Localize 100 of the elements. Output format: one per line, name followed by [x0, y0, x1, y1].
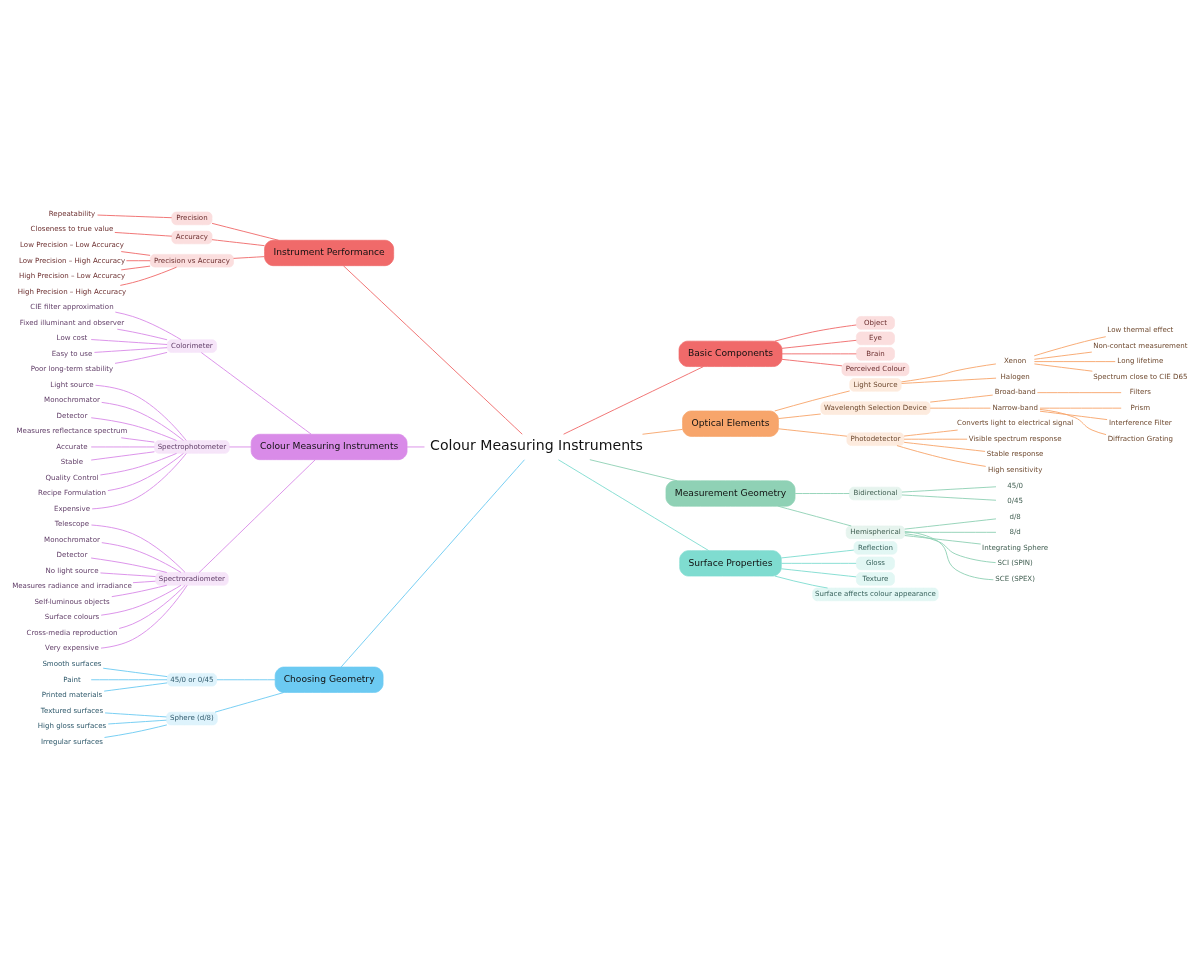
- node-text: Low thermal effect: [1107, 325, 1174, 335]
- connector: [118, 584, 186, 629]
- node-text: Light source: [50, 379, 94, 389]
- node-text: Stable: [60, 457, 84, 467]
- connector: [114, 311, 182, 341]
- connector: [90, 557, 168, 573]
- node-text: Measures radiance and irradiance: [12, 581, 132, 591]
- node-text: Printed materials: [41, 690, 103, 700]
- connector: [903, 441, 986, 452]
- connector: [774, 390, 851, 412]
- node-box: Choosing Geometry: [274, 666, 384, 693]
- node-text: Broad-band: [994, 387, 1036, 397]
- connector: [901, 377, 997, 384]
- connector: [589, 459, 678, 482]
- connector: [642, 428, 683, 435]
- connector: [91, 524, 186, 573]
- node-box: Surface Properties: [679, 550, 782, 577]
- connector: [777, 505, 852, 527]
- connector: [100, 584, 182, 616]
- connector: [90, 679, 168, 681]
- connector: [111, 584, 168, 598]
- node-box: Sphere (d/8): [166, 711, 218, 726]
- connector: [95, 384, 187, 441]
- connector: [1033, 363, 1093, 372]
- connector: [104, 712, 167, 718]
- node-text: Closeness to true value: [30, 224, 114, 234]
- node-box: Texture: [856, 572, 895, 586]
- connector: [233, 256, 265, 259]
- node-text: High Precision – High Accuracy: [17, 286, 127, 296]
- node-box: Colour Measuring Instruments: [250, 433, 408, 460]
- node-box: Gloss: [856, 556, 895, 571]
- node-text: Telescope: [54, 519, 90, 529]
- connector: [904, 518, 997, 530]
- node-box: Instrument Performance: [264, 239, 394, 267]
- node-text: Integrating Sphere: [982, 542, 1049, 552]
- node-text: Detector: [56, 550, 88, 560]
- node-text: Prism: [1130, 402, 1151, 412]
- node-text: High Precision – Low Accuracy: [18, 271, 126, 281]
- node-text: Colour Measuring Instruments: [430, 437, 643, 454]
- node-text: No light source: [45, 565, 99, 575]
- connector: [101, 401, 184, 441]
- connector: [104, 724, 168, 738]
- node-text: Visible spectrum response: [968, 433, 1062, 443]
- connector: [214, 692, 285, 713]
- connector: [97, 214, 173, 219]
- node-text: 8/d: [1009, 527, 1021, 537]
- node-text: SCE (SPEX): [995, 573, 1035, 583]
- node-box: Measurement Geometry: [665, 480, 796, 507]
- node-text: Irregular surfaces: [40, 736, 103, 746]
- node-text: Monochromator: [44, 395, 100, 405]
- connector: [107, 719, 167, 725]
- connector: [116, 328, 168, 341]
- connector: [103, 682, 168, 692]
- connector: [211, 222, 279, 241]
- connector: [340, 459, 525, 668]
- connector: [781, 339, 857, 349]
- node-text: Stable response: [986, 449, 1044, 459]
- node-text: Paint: [63, 674, 81, 684]
- connector: [120, 251, 151, 256]
- connector: [1033, 336, 1107, 357]
- node-text: Narrow-band: [992, 402, 1038, 412]
- node-text: d/8: [1009, 511, 1021, 521]
- node-text: Long lifetime: [1117, 356, 1164, 366]
- connector: [342, 265, 523, 435]
- node-text: High gloss surfaces: [37, 721, 107, 731]
- connector: [557, 459, 710, 551]
- node-text: Diffraction Grating: [1107, 433, 1174, 443]
- node-box: Object: [856, 316, 895, 330]
- connector: [900, 363, 997, 383]
- connector: [1039, 410, 1108, 421]
- node-text: Self-luminous objects: [34, 596, 110, 606]
- connector: [107, 453, 184, 492]
- connector: [794, 493, 850, 494]
- node-text: Filters: [1129, 387, 1151, 397]
- connector: [216, 679, 276, 681]
- connector: [774, 575, 828, 589]
- connector: [904, 531, 997, 533]
- node-text: Spectrum close to CIE D65: [1093, 371, 1188, 381]
- connector: [1036, 392, 1122, 394]
- connector: [102, 667, 168, 678]
- node-box: Bidirectional: [849, 486, 902, 501]
- connector: [119, 266, 177, 286]
- node-text: Low cost: [56, 333, 88, 343]
- node-box: Precision vs Accuracy: [149, 254, 234, 268]
- node-text: Recipe Formulation: [38, 488, 106, 498]
- node-text: Repeatability: [48, 208, 96, 218]
- connector: [99, 452, 177, 476]
- node-box: Photodetector: [846, 432, 905, 446]
- connector: [200, 352, 312, 435]
- node-text: Easy to use: [51, 348, 93, 358]
- node-text: Detector: [56, 410, 88, 420]
- connector: [901, 494, 997, 501]
- connector: [780, 549, 855, 559]
- connector: [125, 260, 151, 262]
- connector: [774, 324, 857, 342]
- connector: [781, 358, 843, 367]
- connector: [1033, 351, 1093, 360]
- node-text: Expensive: [53, 503, 91, 513]
- node-box: Accuracy: [171, 230, 213, 245]
- connector: [90, 417, 177, 441]
